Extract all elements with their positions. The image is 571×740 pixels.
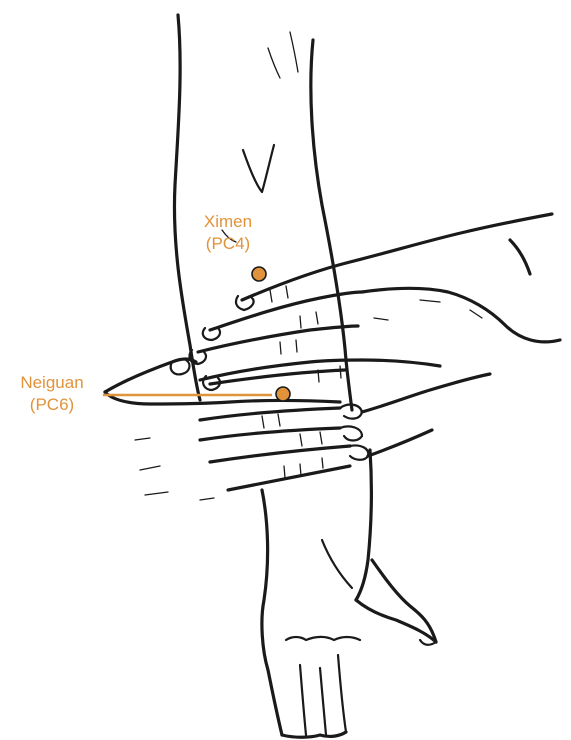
examiner-lower-hand-drawing	[105, 359, 490, 500]
patient-hand-drawing	[262, 450, 436, 737]
ximen-point-marker	[252, 267, 266, 281]
neiguan-code: (PC6)	[2, 394, 102, 416]
ximen-label: Ximen (PC4)	[185, 211, 271, 255]
neiguan-point-marker	[276, 387, 290, 401]
ximen-name: Ximen	[185, 211, 271, 233]
neiguan-label: Neiguan (PC6)	[2, 372, 102, 416]
ximen-code: (PC4)	[185, 233, 271, 255]
neiguan-name: Neiguan	[2, 372, 102, 394]
